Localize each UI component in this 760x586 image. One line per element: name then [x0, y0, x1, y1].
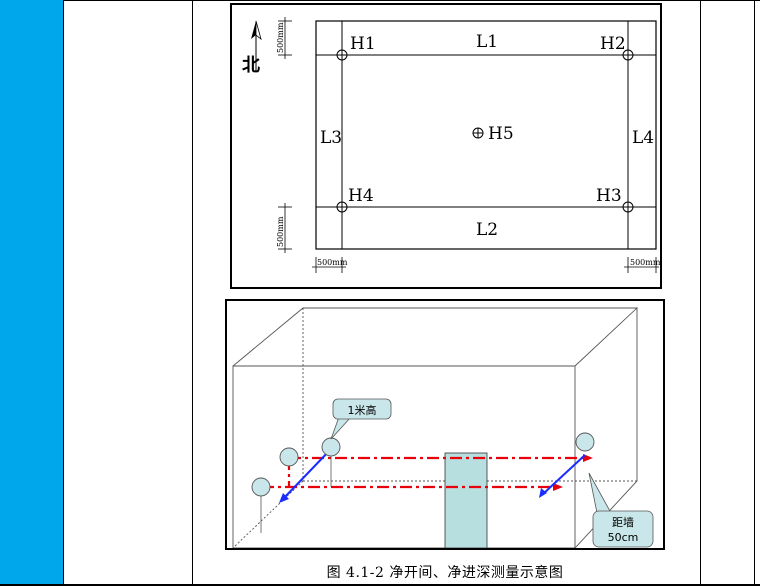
table-empty-column [64, 0, 193, 586]
svg-text:500mm: 500mm [276, 22, 285, 53]
label-h5: H5 [488, 124, 514, 144]
label-h4: H4 [348, 186, 374, 206]
table-top-border [0, 0, 760, 1]
isometric-figure: 1米高 距墙 50cm [225, 299, 665, 550]
label-l1: L1 [476, 32, 498, 52]
wall-offset-arrows [282, 448, 586, 500]
label-h3: H3 [596, 186, 622, 206]
point-h2-marker [622, 49, 634, 61]
label-l4: L4 [632, 128, 654, 148]
arrow-head-top [583, 454, 593, 462]
north-label: 北 [242, 55, 260, 76]
measurement-lines [262, 456, 587, 489]
svg-text:500mm: 500mm [630, 258, 660, 267]
label-l2: L2 [476, 220, 498, 240]
point-h4-marker [336, 201, 348, 213]
floor-plan-drawing: 北 H1 H2 H3 H4 H5 L1 L2 L3 L4 500 [242, 17, 661, 273]
label-h2: H2 [600, 34, 626, 54]
dim-bottom-horizontal-left: 500mm [312, 257, 348, 273]
dim-bottom-horizontal-right: 500mm [624, 257, 661, 273]
room-outline [315, 20, 657, 250]
svg-text:距墙: 距墙 [612, 515, 634, 529]
room-box [232, 307, 639, 549]
floor-plan-figure: 北 H1 H2 H3 H4 H5 L1 L2 L3 L4 500 [230, 3, 662, 289]
label-l3: L3 [320, 128, 342, 148]
table-right-border [754, 0, 755, 586]
north-arrow-icon [251, 20, 262, 71]
blue-arrow-head-right [539, 488, 547, 498]
table-right-column [700, 0, 760, 586]
figure-caption: 图 4.1-2 净开间、净进深测量示意图 [326, 565, 564, 581]
svg-text:50cm: 50cm [608, 531, 639, 544]
point-h5-marker [472, 127, 484, 139]
svg-text:1米高: 1米高 [348, 403, 377, 417]
callout-wall-distance: 距墙 50cm [588, 472, 654, 548]
dim-top-left: 500mm [276, 17, 292, 59]
label-h1: H1 [350, 34, 376, 54]
blue-arrow-head-left [279, 493, 289, 503]
point-h3-marker [622, 201, 634, 213]
arrow-head-bottom [553, 483, 563, 491]
measurement-points [251, 432, 595, 497]
callout-height: 1米高 [330, 398, 392, 440]
dim-bottom-left: 500mm [276, 203, 292, 253]
point-h1-marker [336, 49, 348, 61]
door [444, 452, 488, 549]
table-blue-column [0, 0, 64, 586]
point-leaders [260, 456, 332, 533]
table-bottom-border [0, 584, 760, 586]
isometric-drawing: 1米高 距墙 50cm [232, 307, 654, 549]
svg-text:500mm: 500mm [317, 258, 348, 267]
svg-text:500mm: 500mm [276, 216, 285, 247]
